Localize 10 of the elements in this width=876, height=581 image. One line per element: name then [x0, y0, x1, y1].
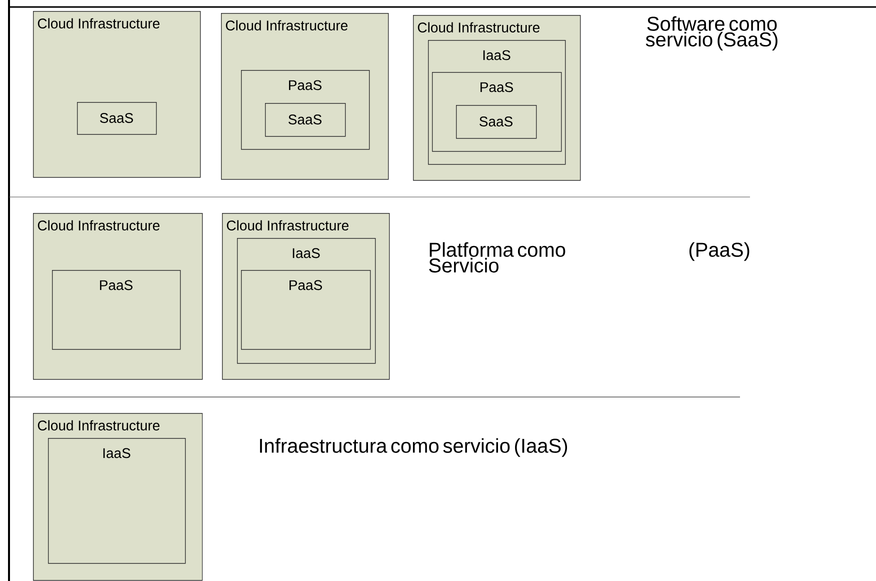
service-box: SaaS: [77, 102, 157, 135]
service-box: PaaS: [52, 270, 181, 350]
service-box: SaaS: [265, 103, 346, 137]
service-box: SaaS: [456, 105, 537, 139]
service-label: Infraestructura como servicio (IaaS): [260, 438, 568, 457]
service-label: (PaaS): [689, 242, 750, 261]
service-label: Software como servicio (SaaS): [646, 16, 778, 50]
service-box: PaaS: [241, 270, 371, 350]
service-box: IaaS: [48, 438, 186, 564]
service-label: Platforma como Servicio: [429, 242, 566, 273]
